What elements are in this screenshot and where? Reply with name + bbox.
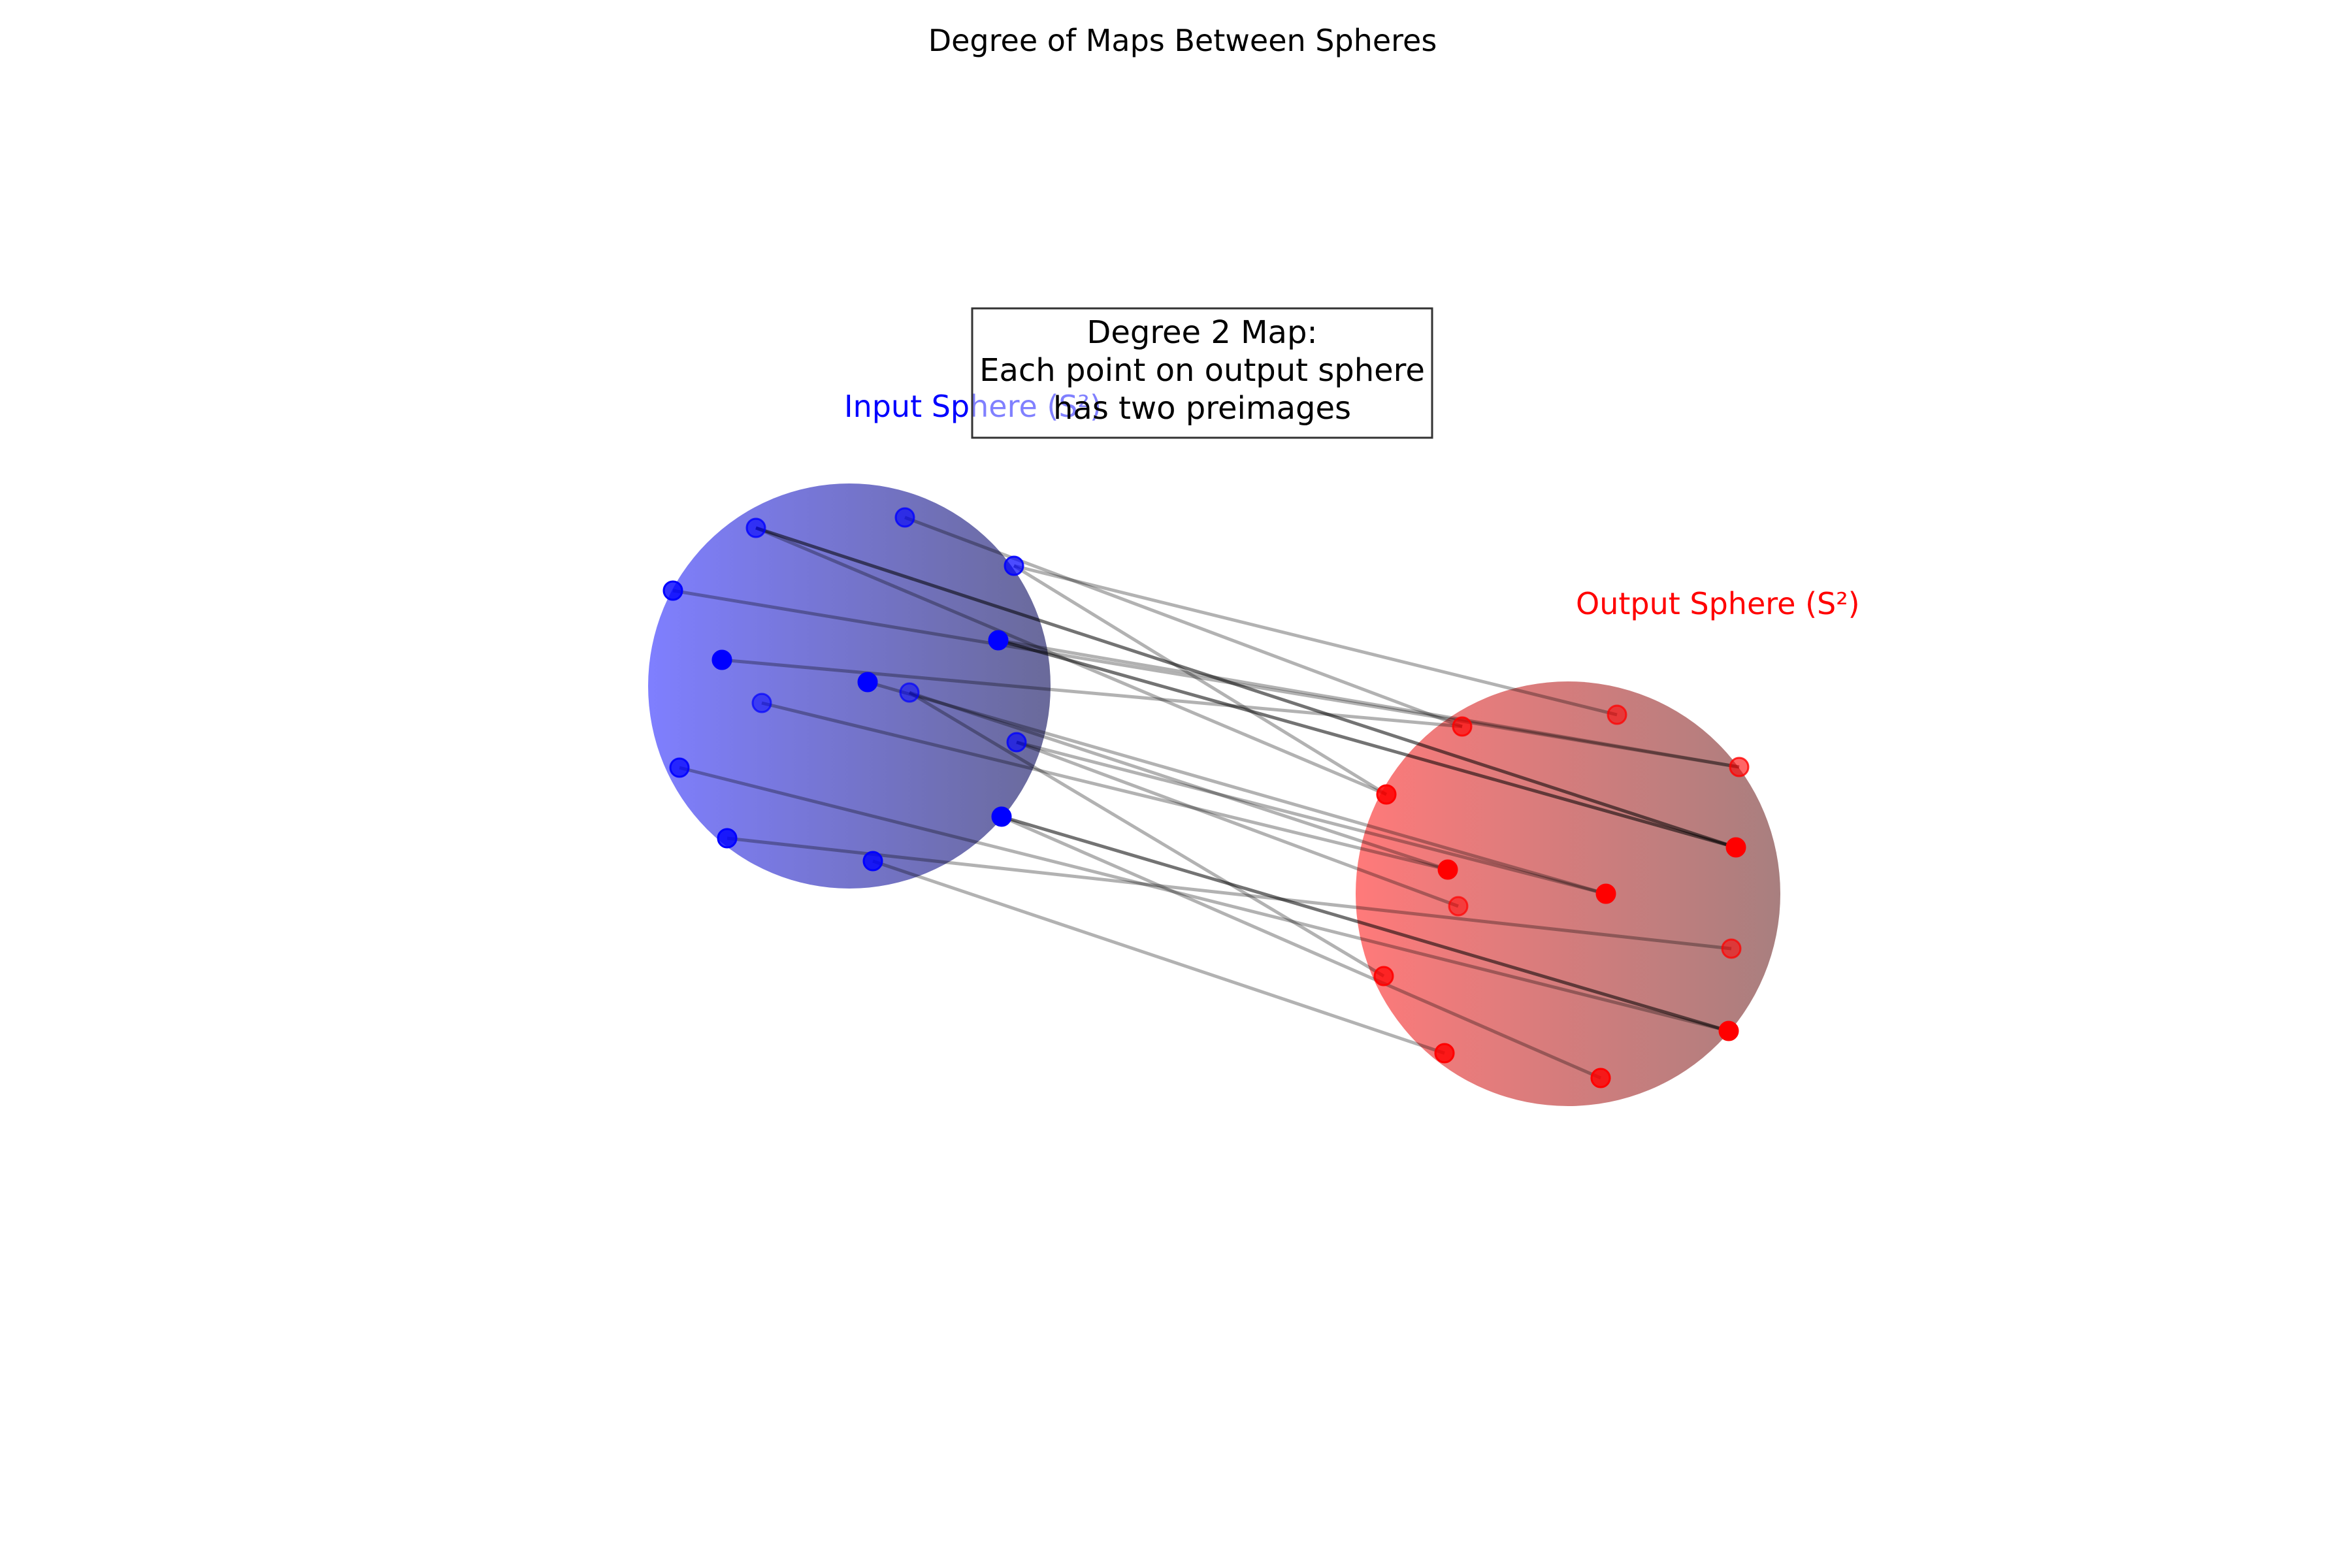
input-sphere	[648, 483, 1051, 889]
input-point	[991, 806, 1012, 827]
output-sphere-label: Output Sphere (S²)	[1576, 586, 1860, 621]
mapping-line	[755, 526, 1737, 849]
input-point	[751, 693, 772, 713]
mapping-lines	[672, 515, 1740, 1080]
mapping-line	[1013, 564, 1388, 796]
input-point	[862, 851, 883, 872]
output-point	[1721, 938, 1742, 959]
output-point	[1718, 1021, 1739, 1041]
mapping-line	[761, 701, 1448, 872]
input-point	[1004, 555, 1024, 576]
output-point	[1434, 1043, 1455, 1064]
output-point	[1607, 704, 1627, 725]
mapping-line	[998, 638, 1737, 849]
mapping-line	[909, 691, 1448, 872]
mapping-line	[867, 680, 1607, 896]
mapping-line	[727, 836, 1732, 951]
mapping-line	[908, 691, 1385, 978]
output-point	[1725, 837, 1746, 858]
mapping-line	[1001, 815, 1729, 1033]
annotation-line-1: Degree 2 Map:	[1086, 314, 1317, 351]
output-point	[1590, 1068, 1611, 1088]
annotation-line-2: Each point on output sphere	[979, 352, 1425, 389]
output-point	[1437, 859, 1458, 880]
mapping-line	[1016, 740, 1459, 908]
mapping-line	[721, 658, 1463, 728]
output-sphere	[1356, 681, 1780, 1106]
input-point	[857, 672, 878, 693]
mapping-line	[672, 589, 1740, 769]
input-point	[662, 580, 683, 601]
input-point	[894, 507, 915, 528]
mapping-line	[904, 515, 1463, 728]
input-point	[711, 649, 732, 670]
chart-title: Degree of Maps Between Spheres	[928, 23, 1437, 58]
output-point	[1729, 757, 1750, 777]
input-point	[988, 630, 1009, 651]
output-point	[1595, 883, 1616, 904]
mapping-line	[679, 766, 1729, 1033]
mapping-line	[872, 859, 1445, 1055]
output-point	[1452, 716, 1473, 737]
mapping-line	[1001, 815, 1601, 1080]
input-point	[899, 682, 920, 703]
input-point	[717, 828, 738, 849]
input-points	[662, 507, 1027, 872]
input-point	[745, 517, 766, 538]
input-point	[1006, 732, 1027, 753]
annotation-box: Degree 2 Map: Each point on output spher…	[971, 307, 1433, 439]
annotation-line-3: has two preimages	[1053, 390, 1351, 427]
output-points	[1373, 704, 1750, 1088]
output-point	[1373, 966, 1394, 987]
input-point	[669, 757, 690, 778]
output-point	[1376, 784, 1397, 805]
mapping-line	[998, 638, 1740, 769]
mapping-line	[1016, 740, 1607, 896]
mapping-line	[1013, 564, 1618, 717]
output-point	[1448, 896, 1469, 917]
